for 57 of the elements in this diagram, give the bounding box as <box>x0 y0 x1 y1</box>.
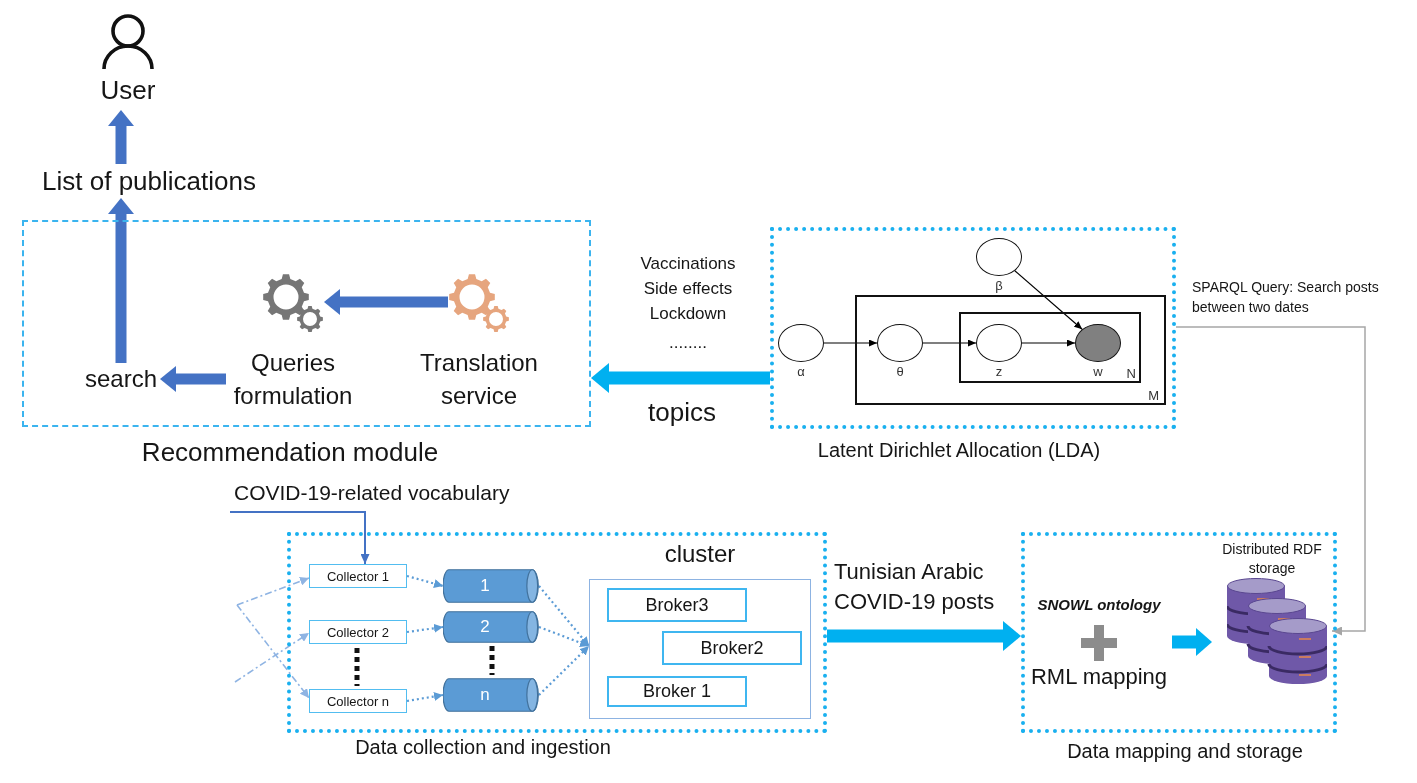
broker-box: Broker3 <box>607 588 747 622</box>
output-label: List of publications <box>28 164 270 198</box>
edge-label: topics <box>648 398 716 428</box>
queue-label: 1 <box>480 576 490 596</box>
broker-box: Broker2 <box>662 631 802 665</box>
arrow <box>108 110 134 164</box>
arrow <box>823 339 878 347</box>
ontology-label: SNOWL ontology <box>1037 596 1161 614</box>
topic-label: ........ <box>669 333 707 353</box>
queue-label: n <box>480 685 490 705</box>
module-title: Latent Dirichlet Allocation (LDA) <box>817 439 1101 462</box>
arrow <box>1172 628 1212 656</box>
module-title: Data collection and ingestion <box>355 736 611 759</box>
step-label: search <box>82 363 160 395</box>
collector-box: Collector 1 <box>309 564 407 588</box>
user-label: User <box>100 76 156 106</box>
topic-label: Vaccinations <box>640 254 736 274</box>
step-label: Queries formulation <box>232 348 354 411</box>
edge-label: SPARQL Query: Search posts between two dates <box>1192 278 1380 317</box>
dashed-arrow <box>236 604 310 699</box>
arrow <box>1021 339 1076 347</box>
arrow <box>827 621 1021 651</box>
module-title: Data mapping and storage <box>1067 740 1303 763</box>
dashed-arrow <box>234 632 310 683</box>
broker-box: Broker 1 <box>607 676 747 707</box>
arrow <box>324 289 448 315</box>
arrow <box>1014 270 1083 330</box>
mapping-label: RML mapping <box>1030 664 1168 690</box>
arrow <box>229 511 370 565</box>
variable-label: α <box>797 364 805 380</box>
dashed-arrow <box>406 692 444 703</box>
variable-label: θ <box>896 364 904 380</box>
variable-label: z <box>995 364 1003 380</box>
topic-label: Lockdown <box>649 304 727 324</box>
dashed-arrow <box>538 625 590 648</box>
storage-label: Distributed RDF storage <box>1221 540 1323 578</box>
module-title: Recommendation module <box>141 438 439 468</box>
plate-label: M <box>1148 388 1159 403</box>
arrow <box>922 339 977 347</box>
edge-label: COVID-19-related vocabulary <box>234 481 510 506</box>
edge-label: Tunisian Arabic COVID-19 posts <box>834 558 996 616</box>
arrow <box>160 366 226 392</box>
collector-box: Collector n <box>309 689 407 713</box>
cluster-title: cluster <box>664 540 736 568</box>
dashed-arrow <box>236 576 310 606</box>
arrow <box>591 363 770 393</box>
dashed-arrow <box>406 574 444 588</box>
variable-label: β <box>995 278 1003 294</box>
queue-label: 2 <box>480 617 490 637</box>
plate-label: N <box>1126 366 1136 381</box>
arrow <box>1175 326 1366 636</box>
variable-label: w <box>1093 364 1103 380</box>
step-label: Translation service <box>419 348 539 411</box>
dashed-arrow <box>406 623 444 634</box>
collector-box: Collector 2 <box>309 620 407 644</box>
topic-label: Side effects <box>643 279 733 299</box>
arrow <box>108 198 134 363</box>
